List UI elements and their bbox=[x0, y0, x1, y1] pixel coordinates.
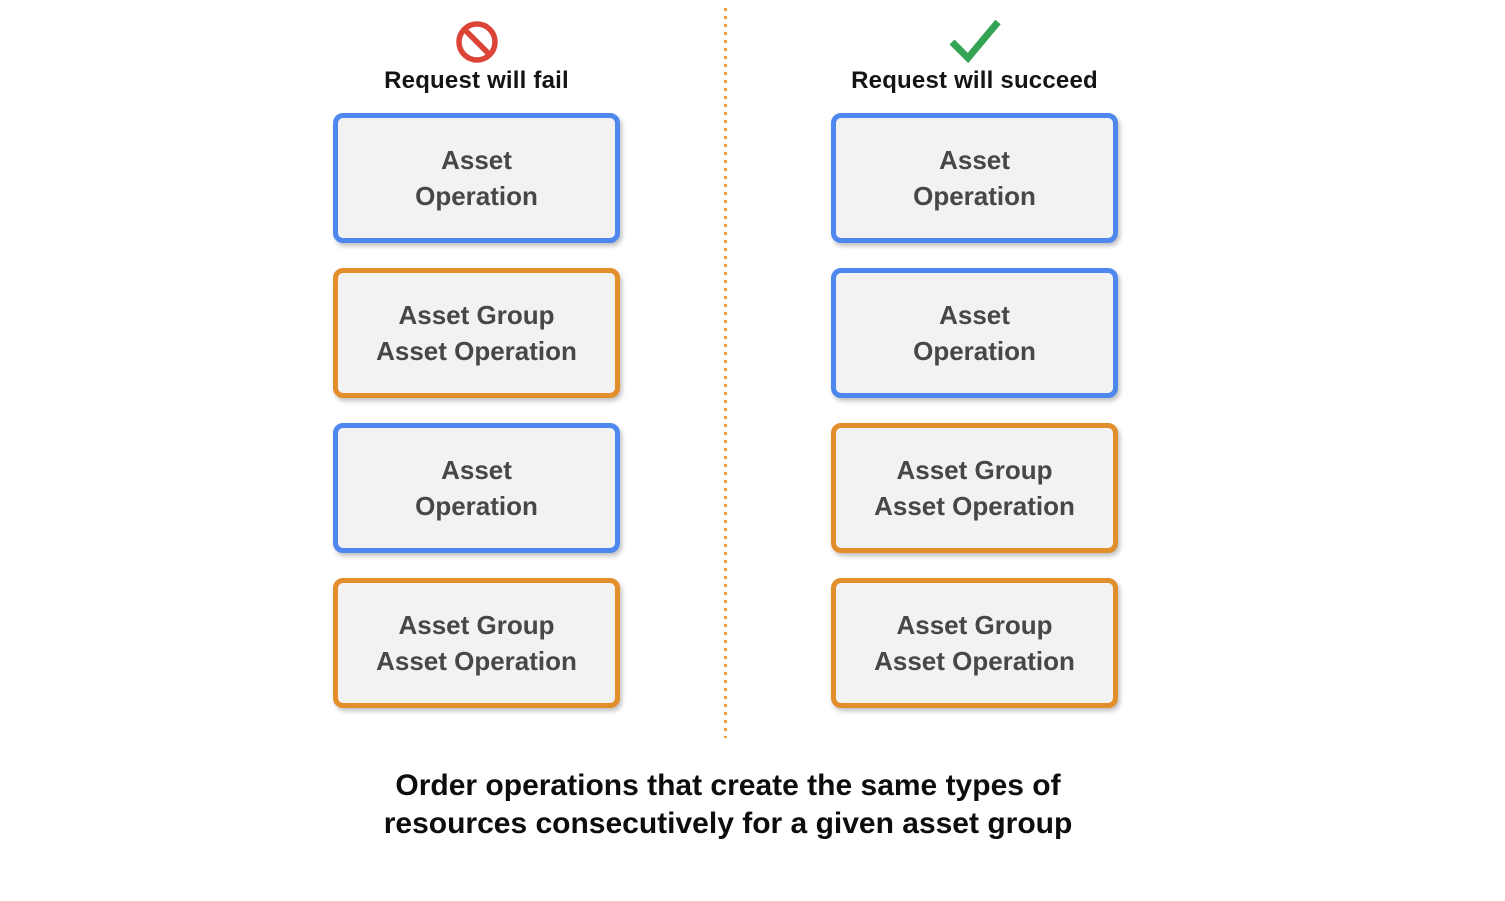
box-label-line: Asset bbox=[441, 145, 512, 175]
asset-group-asset-operation-box: Asset Group Asset Operation bbox=[831, 578, 1118, 708]
fail-column-title: Request will fail bbox=[384, 67, 569, 94]
asset-group-asset-operation-box: Asset Group Asset Operation bbox=[333, 268, 620, 398]
fail-column-header: Request will fail bbox=[333, 20, 620, 95]
box-label-line: Asset Operation bbox=[874, 491, 1075, 521]
asset-operation-box: Asset Operation bbox=[333, 423, 620, 553]
box-label-line: Asset Operation bbox=[376, 646, 577, 676]
box-label-line: Asset bbox=[939, 145, 1010, 175]
asset-operation-box: Asset Operation bbox=[333, 113, 620, 243]
box-label-line: Asset Operation bbox=[874, 646, 1075, 676]
box-label-line: Asset Group bbox=[896, 610, 1053, 640]
checkmark-icon bbox=[949, 19, 1001, 64]
box-label-line: Operation bbox=[415, 491, 538, 521]
box-label-line: Asset Group bbox=[398, 610, 555, 640]
box-label-line: Operation bbox=[913, 181, 1036, 211]
box-label-line: Asset bbox=[441, 455, 512, 485]
succeed-column-header: Request will succeed bbox=[831, 16, 1118, 95]
caption-line: resources consecutively for a given asse… bbox=[383, 807, 1073, 840]
asset-group-asset-operation-box: Asset Group Asset Operation bbox=[333, 578, 620, 708]
asset-group-asset-operation-box: Asset Group Asset Operation bbox=[831, 423, 1118, 553]
caption-line: Order operations that create the same ty… bbox=[395, 769, 1061, 802]
dotted-divider bbox=[724, 8, 727, 738]
box-label-line: Asset Group bbox=[398, 300, 555, 330]
caption: Order operations that create the same ty… bbox=[0, 767, 1456, 843]
prohibition-icon bbox=[455, 21, 498, 63]
box-label-line: Asset Group bbox=[896, 455, 1053, 485]
box-label-line: Operation bbox=[913, 336, 1036, 366]
box-label-line: Asset Operation bbox=[376, 336, 577, 366]
box-label-line: Operation bbox=[415, 181, 538, 211]
asset-operation-box: Asset Operation bbox=[831, 113, 1118, 243]
box-label-line: Asset bbox=[939, 300, 1010, 330]
succeed-column-title: Request will succeed bbox=[851, 67, 1098, 94]
asset-operation-box: Asset Operation bbox=[831, 268, 1118, 398]
